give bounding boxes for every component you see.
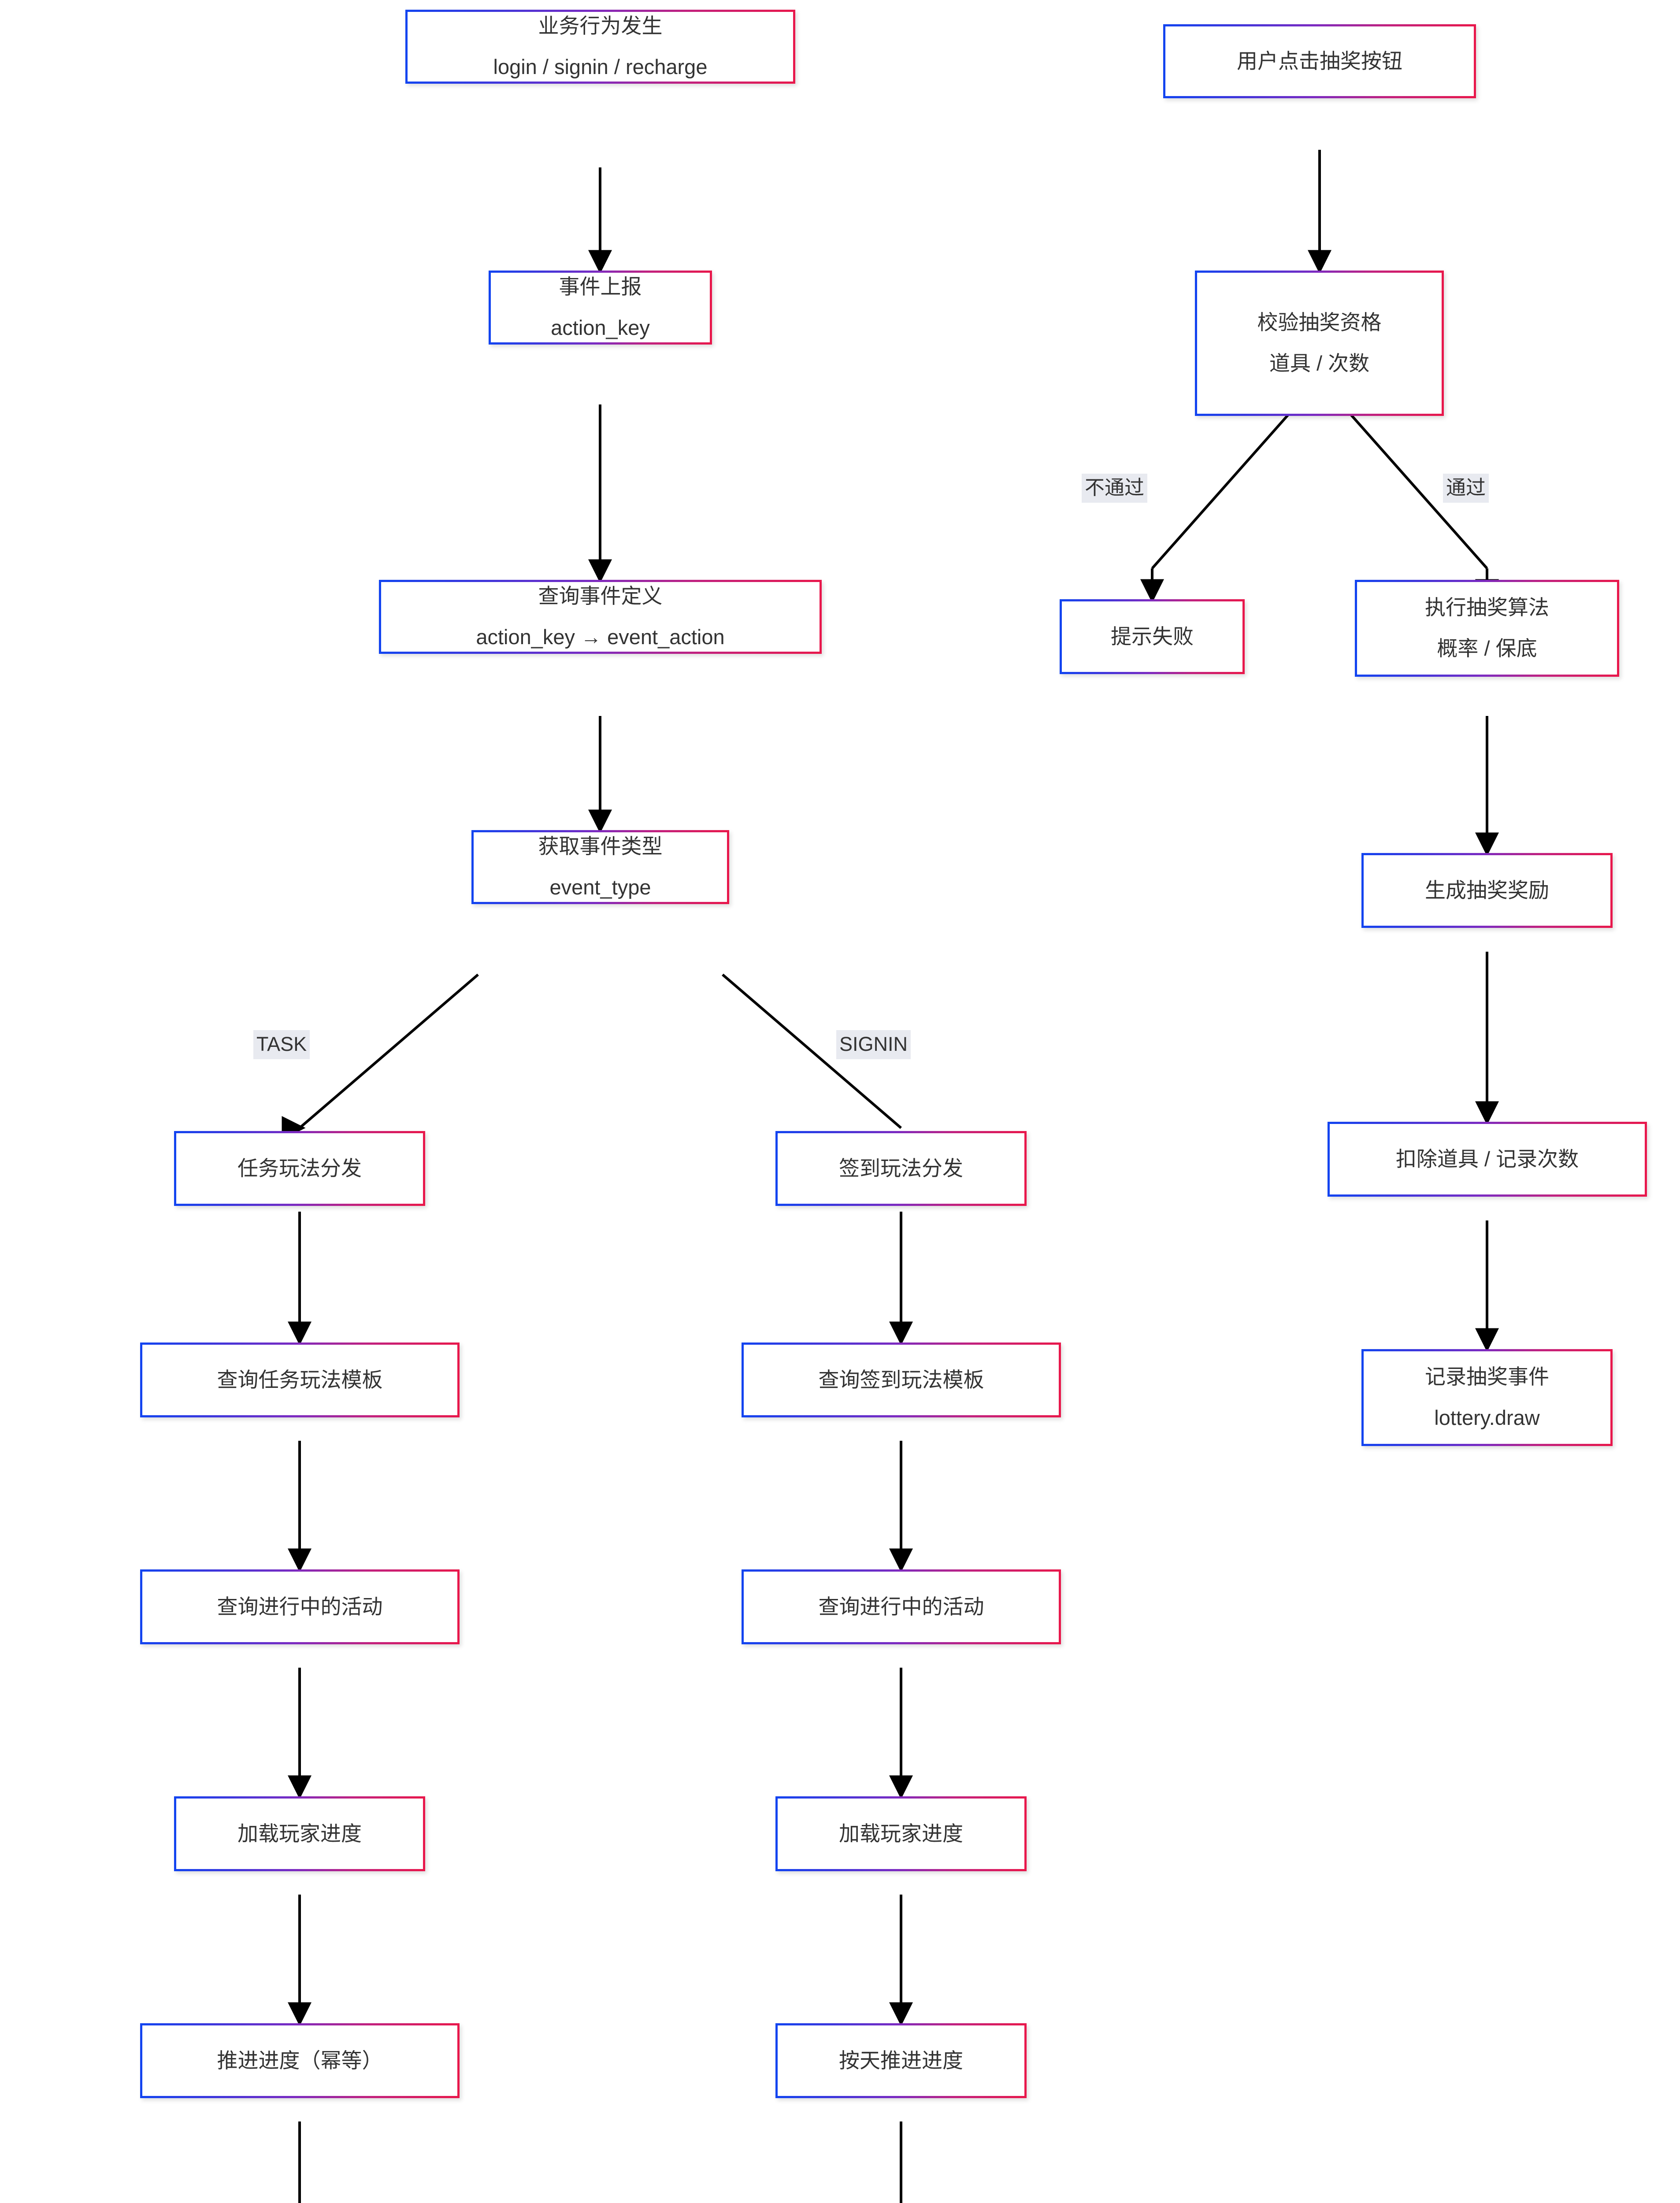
node-lottery-generate-reward[interactable]: 生成抽奖奖励 [1361,853,1613,928]
edge-lotterycheck-to-nopass [1151,413,1290,569]
node-line-2: action_key [551,316,650,339]
edge-label-text: TASK [256,1033,307,1055]
node-lottery-fail-toast[interactable]: 提示失败 [1060,599,1245,674]
node-line-1: 用户点击抽奖按钮 [1237,49,1402,73]
node-signin-activity[interactable]: 查询进行中的活动 [742,1569,1061,1644]
edge-label-pass: 通过 [1443,474,1489,503]
edge-label-not-pass: 不通过 [1082,474,1148,503]
node-line-2: action_key → event_action [476,625,725,649]
node-line-1: 记录抽奖事件 [1425,1365,1549,1389]
node-task-activity[interactable]: 查询进行中的活动 [140,1569,460,1644]
node-line-1: 加载玩家进度 [237,1821,362,1845]
node-line-2: login / signin / recharge [493,55,708,78]
node-signin-template[interactable]: 查询签到玩法模板 [742,1343,1061,1417]
edge-eventtype-to-taskdispatch [299,973,479,1129]
node-signin-dispatch[interactable]: 签到玩法分发 [775,1131,1027,1206]
node-line-1: 签到玩法分发 [839,1156,963,1180]
edge-label-task: TASK [253,1030,310,1060]
node-line-1: 提示失败 [1111,624,1194,648]
node-signin-advance-progress[interactable]: 按天推进进度 [775,2023,1027,2098]
node-line-2: event_type [549,875,651,899]
node-task-template[interactable]: 查询任务玩法模板 [140,1343,460,1417]
node-line-1: 任务玩法分发 [237,1156,362,1180]
node-line-1: 获取事件类型 [538,834,663,858]
node-line-1: 按天推进进度 [839,2048,963,2072]
node-line-1: 查询签到玩法模板 [818,1368,984,1391]
node-line-1: 推进进度（幂等） [217,2048,383,2072]
edge-label-signin: SIGNIN [836,1030,911,1060]
node-line-1: 查询任务玩法模板 [217,1368,383,1391]
node-signin-load-progress[interactable]: 加载玩家进度 [775,1796,1027,1871]
node-event-type[interactable]: 获取事件类型 event_type [471,830,729,904]
node-lottery-deduct-item[interactable]: 扣除道具 / 记录次数 [1328,1122,1647,1197]
node-line-1: 查询进行中的活动 [217,1595,383,1618]
node-line-1: 查询进行中的活动 [818,1595,984,1618]
node-line-1: 事件上报 [559,275,642,299]
node-line-1: 加载玩家进度 [839,1821,963,1845]
edge-label-text: 不通过 [1085,476,1145,499]
node-task-load-progress[interactable]: 加载玩家进度 [174,1796,425,1871]
node-line-1: 扣除道具 / 记录次数 [1395,1147,1579,1171]
node-lottery-algorithm[interactable]: 执行抽奖算法 概率 / 保底 [1355,580,1619,677]
node-line-1: 查询事件定义 [538,584,663,608]
node-line-1: 执行抽奖算法 [1425,596,1549,619]
node-lottery-check-eligibility[interactable]: 校验抽奖资格 道具 / 次数 [1195,271,1444,416]
node-line-1: 业务行为发生 [538,14,663,38]
node-line-2: lottery.draw [1434,1406,1540,1429]
node-event-definition[interactable]: 查询事件定义 action_key → event_action [379,580,822,654]
node-line-2: 概率 / 保底 [1437,637,1537,660]
edge-label-text: 通过 [1446,476,1486,499]
node-line-1: 校验抽奖资格 [1257,311,1382,334]
node-business-action[interactable]: 业务行为发生 login / signin / recharge [405,10,795,84]
node-lottery-log-event[interactable]: 记录抽奖事件 lottery.draw [1361,1349,1613,1446]
edge-label-text: SIGNIN [839,1033,908,1055]
node-task-dispatch[interactable]: 任务玩法分发 [174,1131,425,1206]
node-line-2: 道具 / 次数 [1269,352,1370,375]
node-event-report[interactable]: 事件上报 action_key [489,271,712,345]
node-lottery-click[interactable]: 用户点击抽奖按钮 [1163,24,1476,98]
node-task-advance-progress[interactable]: 推进进度（幂等） [140,2023,460,2098]
node-line-1: 生成抽奖奖励 [1425,878,1549,902]
